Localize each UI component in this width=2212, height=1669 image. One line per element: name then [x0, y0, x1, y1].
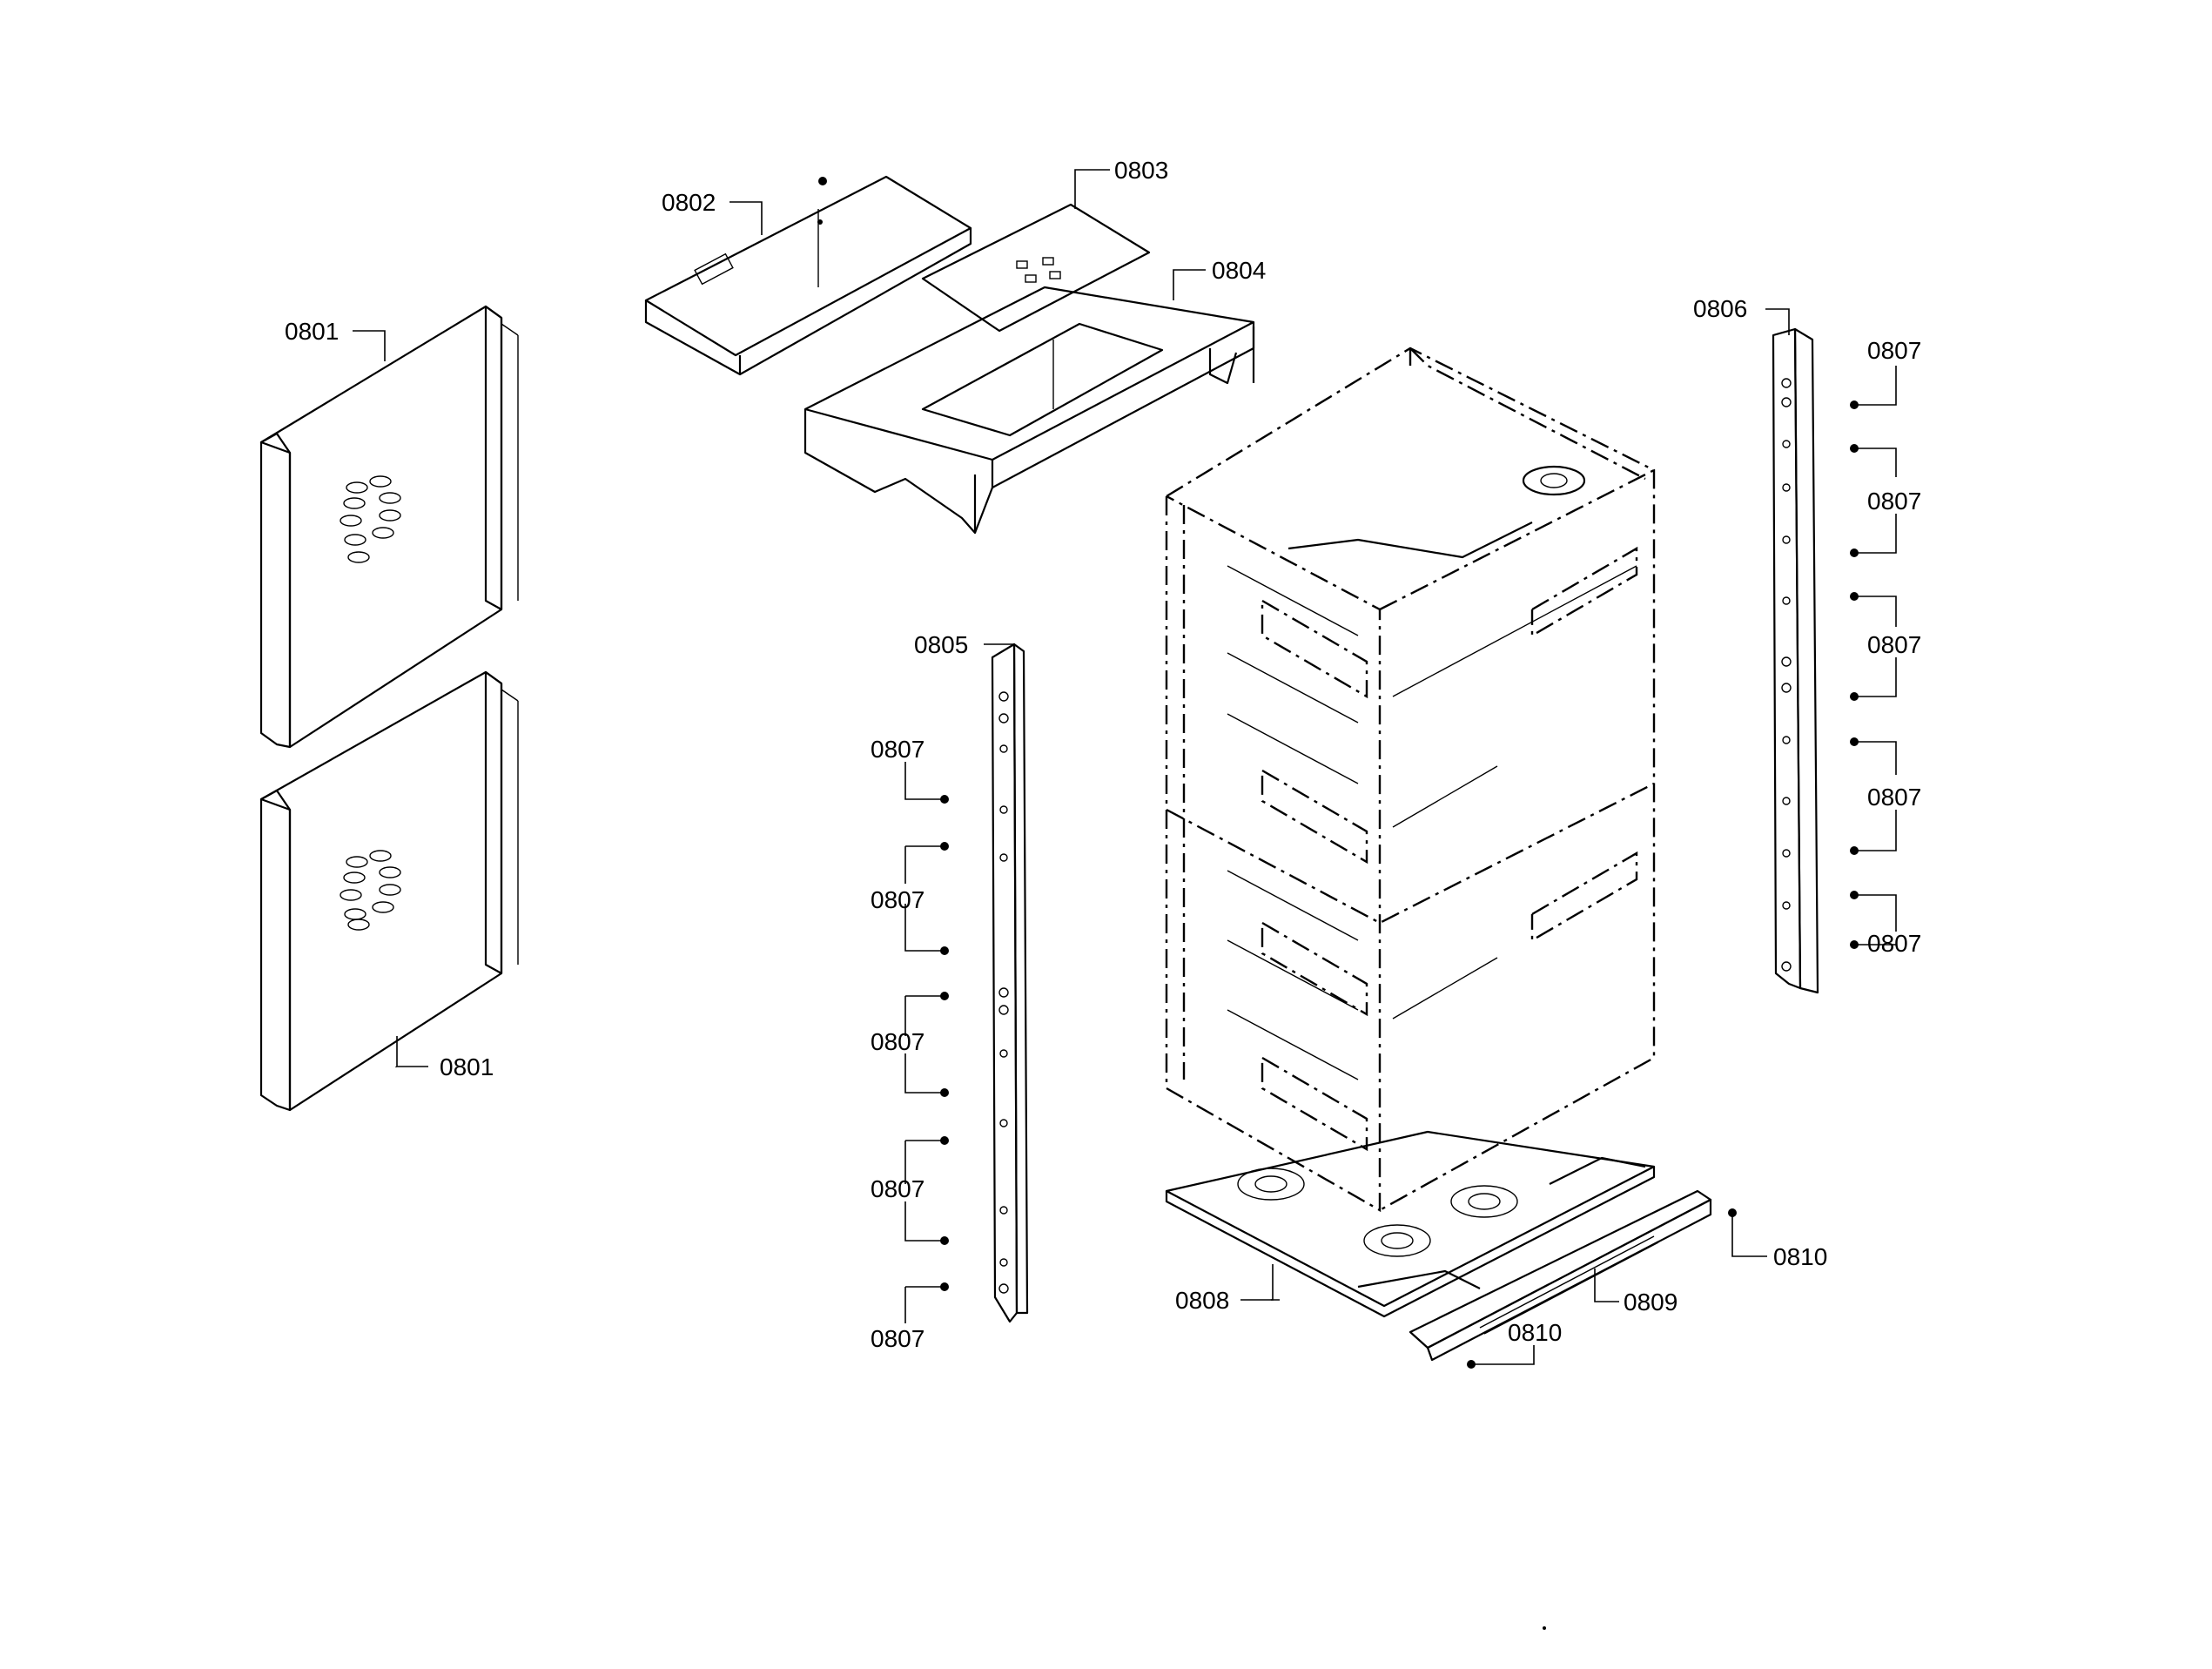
- label-screws-right-3: 0807: [1867, 631, 1921, 658]
- label-screws-left-4: 0807: [871, 1175, 924, 1202]
- bottom-pan: [1165, 1130, 1656, 1318]
- label-screws-right-4: 0807: [1867, 784, 1921, 811]
- top-tray: [803, 286, 1255, 535]
- left-rail: [991, 643, 1029, 1323]
- top-cover: [644, 175, 972, 376]
- label-screws-right-5: 0807: [1867, 930, 1921, 957]
- label-top-tray: 0804: [1212, 257, 1266, 284]
- label-top-cover: 0802: [662, 189, 716, 216]
- side-panel-lower: [259, 670, 519, 1112]
- label-right-rail: 0806: [1693, 295, 1747, 322]
- side-panel-upper: [259, 305, 519, 749]
- label-trim-screw-front: 0810: [1508, 1319, 1562, 1346]
- label-screws-left-1: 0807: [871, 736, 924, 763]
- oven-cavity-frame: [1165, 347, 1656, 1213]
- label-side-panel-upper: 0801: [285, 318, 339, 345]
- label-screws-left-3: 0807: [871, 1028, 924, 1055]
- label-screws-left-2: 0807: [871, 886, 924, 913]
- label-left-rail: 0805: [914, 631, 968, 658]
- stray-dot: [1543, 1626, 1546, 1630]
- leader-lines: [353, 169, 1897, 1365]
- label-front-trim: 0809: [1624, 1289, 1677, 1316]
- label-bottom-pan: 0808: [1175, 1287, 1229, 1314]
- label-top-plate: 0803: [1114, 157, 1168, 184]
- label-side-panel-lower: 0801: [440, 1053, 494, 1080]
- front-trim: [1409, 1189, 1712, 1362]
- part-labels: 0801 0801 0802 0803 0804 0805 0806 0807 …: [285, 157, 1921, 1352]
- label-screws-right-2: 0807: [1867, 488, 1921, 515]
- label-screws-right-1: 0807: [1867, 337, 1921, 364]
- screws: [940, 400, 1859, 1369]
- label-trim-screw-right: 0810: [1773, 1243, 1827, 1270]
- label-screws-left-5: 0807: [871, 1325, 924, 1352]
- right-rail: [1772, 327, 1819, 994]
- top-plate: [921, 203, 1151, 333]
